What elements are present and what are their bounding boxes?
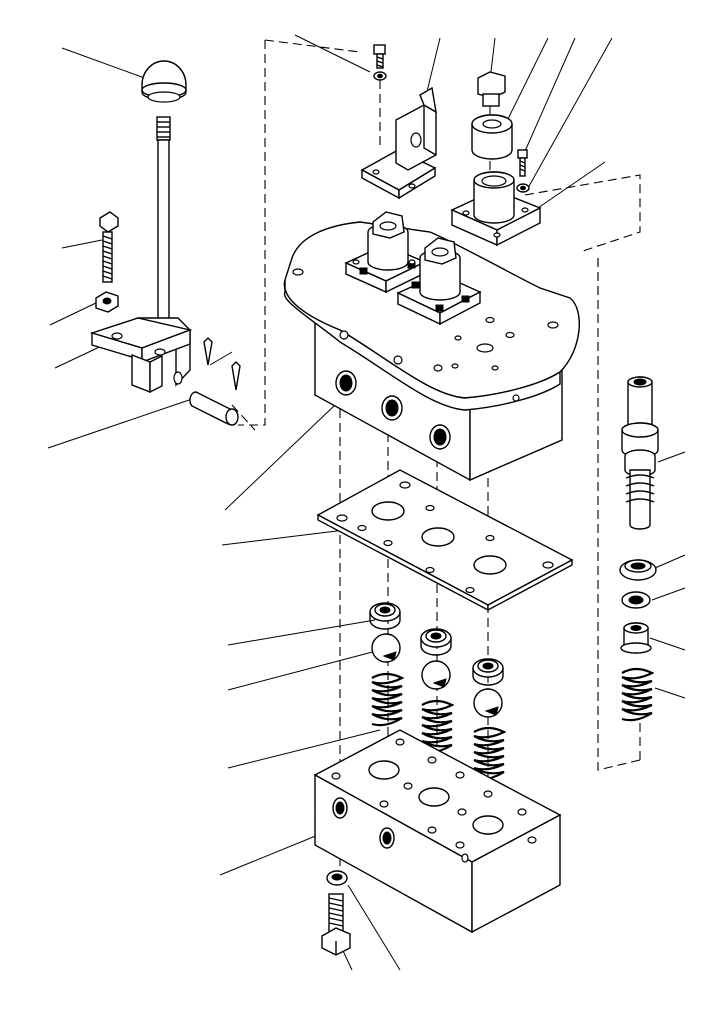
plunger-assembly — [621, 376, 659, 530]
port-holes — [335, 330, 520, 450]
plunger-spring — [621, 667, 655, 722]
callout-leaders — [47, 34, 686, 971]
adjusting-bolt — [99, 211, 119, 283]
plunger-seal — [619, 559, 657, 581]
lever-rod — [156, 116, 171, 326]
valve-cap-left — [344, 211, 427, 294]
spring-1 — [371, 672, 405, 727]
check-ball-3 — [473, 688, 503, 718]
plunger-retainer — [620, 622, 652, 654]
hex-plug — [477, 71, 506, 107]
plug-cap — [471, 114, 513, 160]
cotter-pins — [203, 337, 241, 391]
check-ball-2 — [421, 660, 451, 690]
valve-cap-right — [396, 237, 482, 326]
plunger-ring — [621, 591, 651, 609]
spring-seat-2 — [420, 628, 452, 656]
lever-bracket — [89, 317, 193, 394]
valve-housing-flanged — [450, 171, 542, 247]
spring-seat-1 — [369, 602, 401, 630]
pivot-pin — [189, 391, 239, 426]
bottom-bolt — [321, 893, 351, 956]
lever-stop-bracket — [360, 86, 437, 200]
spring-3 — [473, 726, 507, 781]
spring-seat-3 — [472, 658, 504, 686]
gasket-plate — [316, 469, 574, 612]
lock-nut — [95, 291, 119, 313]
small-screw-right — [516, 149, 530, 193]
check-ball-1 — [371, 633, 401, 663]
lever-knob — [141, 60, 187, 103]
bottom-washer — [326, 870, 348, 886]
bottom-valve-block — [313, 729, 562, 934]
small-bolt — [373, 44, 387, 81]
